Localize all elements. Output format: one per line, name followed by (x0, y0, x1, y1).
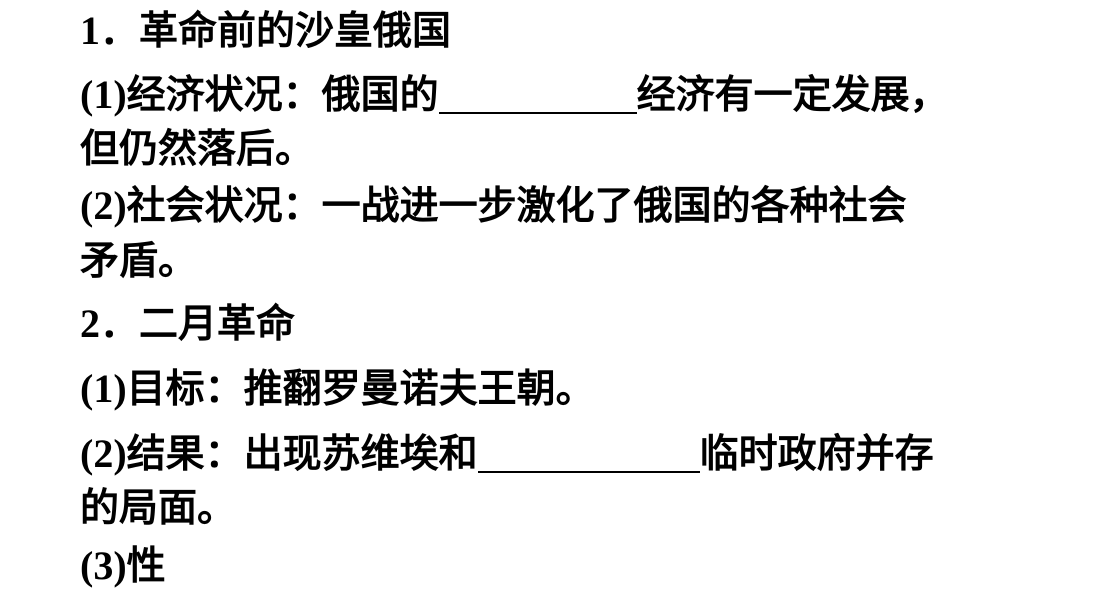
section-1-number: 1 (80, 8, 100, 53)
section-1-title: 革命前的沙皇俄国 (139, 9, 452, 54)
item-1-2-text: 社会状况：一战进一步激化了俄国的各种社会 (126, 184, 907, 229)
item-2-2-text-before: 结果：出现苏维埃和 (126, 432, 478, 477)
item-2-2-line: (2)结果：出现苏维埃和 临时政府并存 (80, 431, 934, 478)
item-1-1-continuation: 但仍然落后。 (80, 127, 315, 172)
section-1-separator: ． (100, 9, 140, 54)
item-1-1-line: (1)经济状况：俄国的 经济有一定发展， (80, 72, 949, 119)
section-2-title: 二月革命 (139, 302, 296, 347)
item-2-1-marker: (1) (80, 366, 127, 411)
item-1-1-text-before: 经济状况：俄国的 (126, 73, 439, 118)
item-1-1-text-after: 经济有一定发展， (636, 73, 949, 118)
item-1-1-marker: (1) (80, 72, 127, 117)
item-2-3-marker: (3) (80, 543, 127, 588)
item-1-2-line: (2)社会状况：一战进一步激化了俄国的各种社会 (80, 183, 907, 230)
item-2-2-continuation: 的局面。 (80, 486, 237, 531)
item-2-1-text: 目标：推翻罗曼诺夫王朝。 (126, 367, 595, 412)
section-2-separator: ． (100, 302, 140, 347)
item-2-1-line: (1)目标：推翻罗曼诺夫王朝。 (80, 366, 595, 413)
item-2-3-text: 性 (126, 544, 166, 589)
section-2-heading: 2．二月革命 (80, 301, 295, 348)
item-1-2-marker: (2) (80, 183, 127, 228)
fill-blank-2[interactable] (477, 437, 700, 473)
item-2-2-marker: (2) (80, 431, 127, 476)
section-2-number: 2 (80, 301, 100, 346)
item-2-2-text-after: 临时政府并存 (699, 432, 934, 477)
item-2-3-line: (3)性 (80, 543, 166, 590)
item-1-2-continuation: 矛盾。 (80, 239, 198, 284)
fill-blank-1[interactable] (438, 78, 637, 114)
section-1-heading: 1．革命前的沙皇俄国 (80, 8, 451, 55)
